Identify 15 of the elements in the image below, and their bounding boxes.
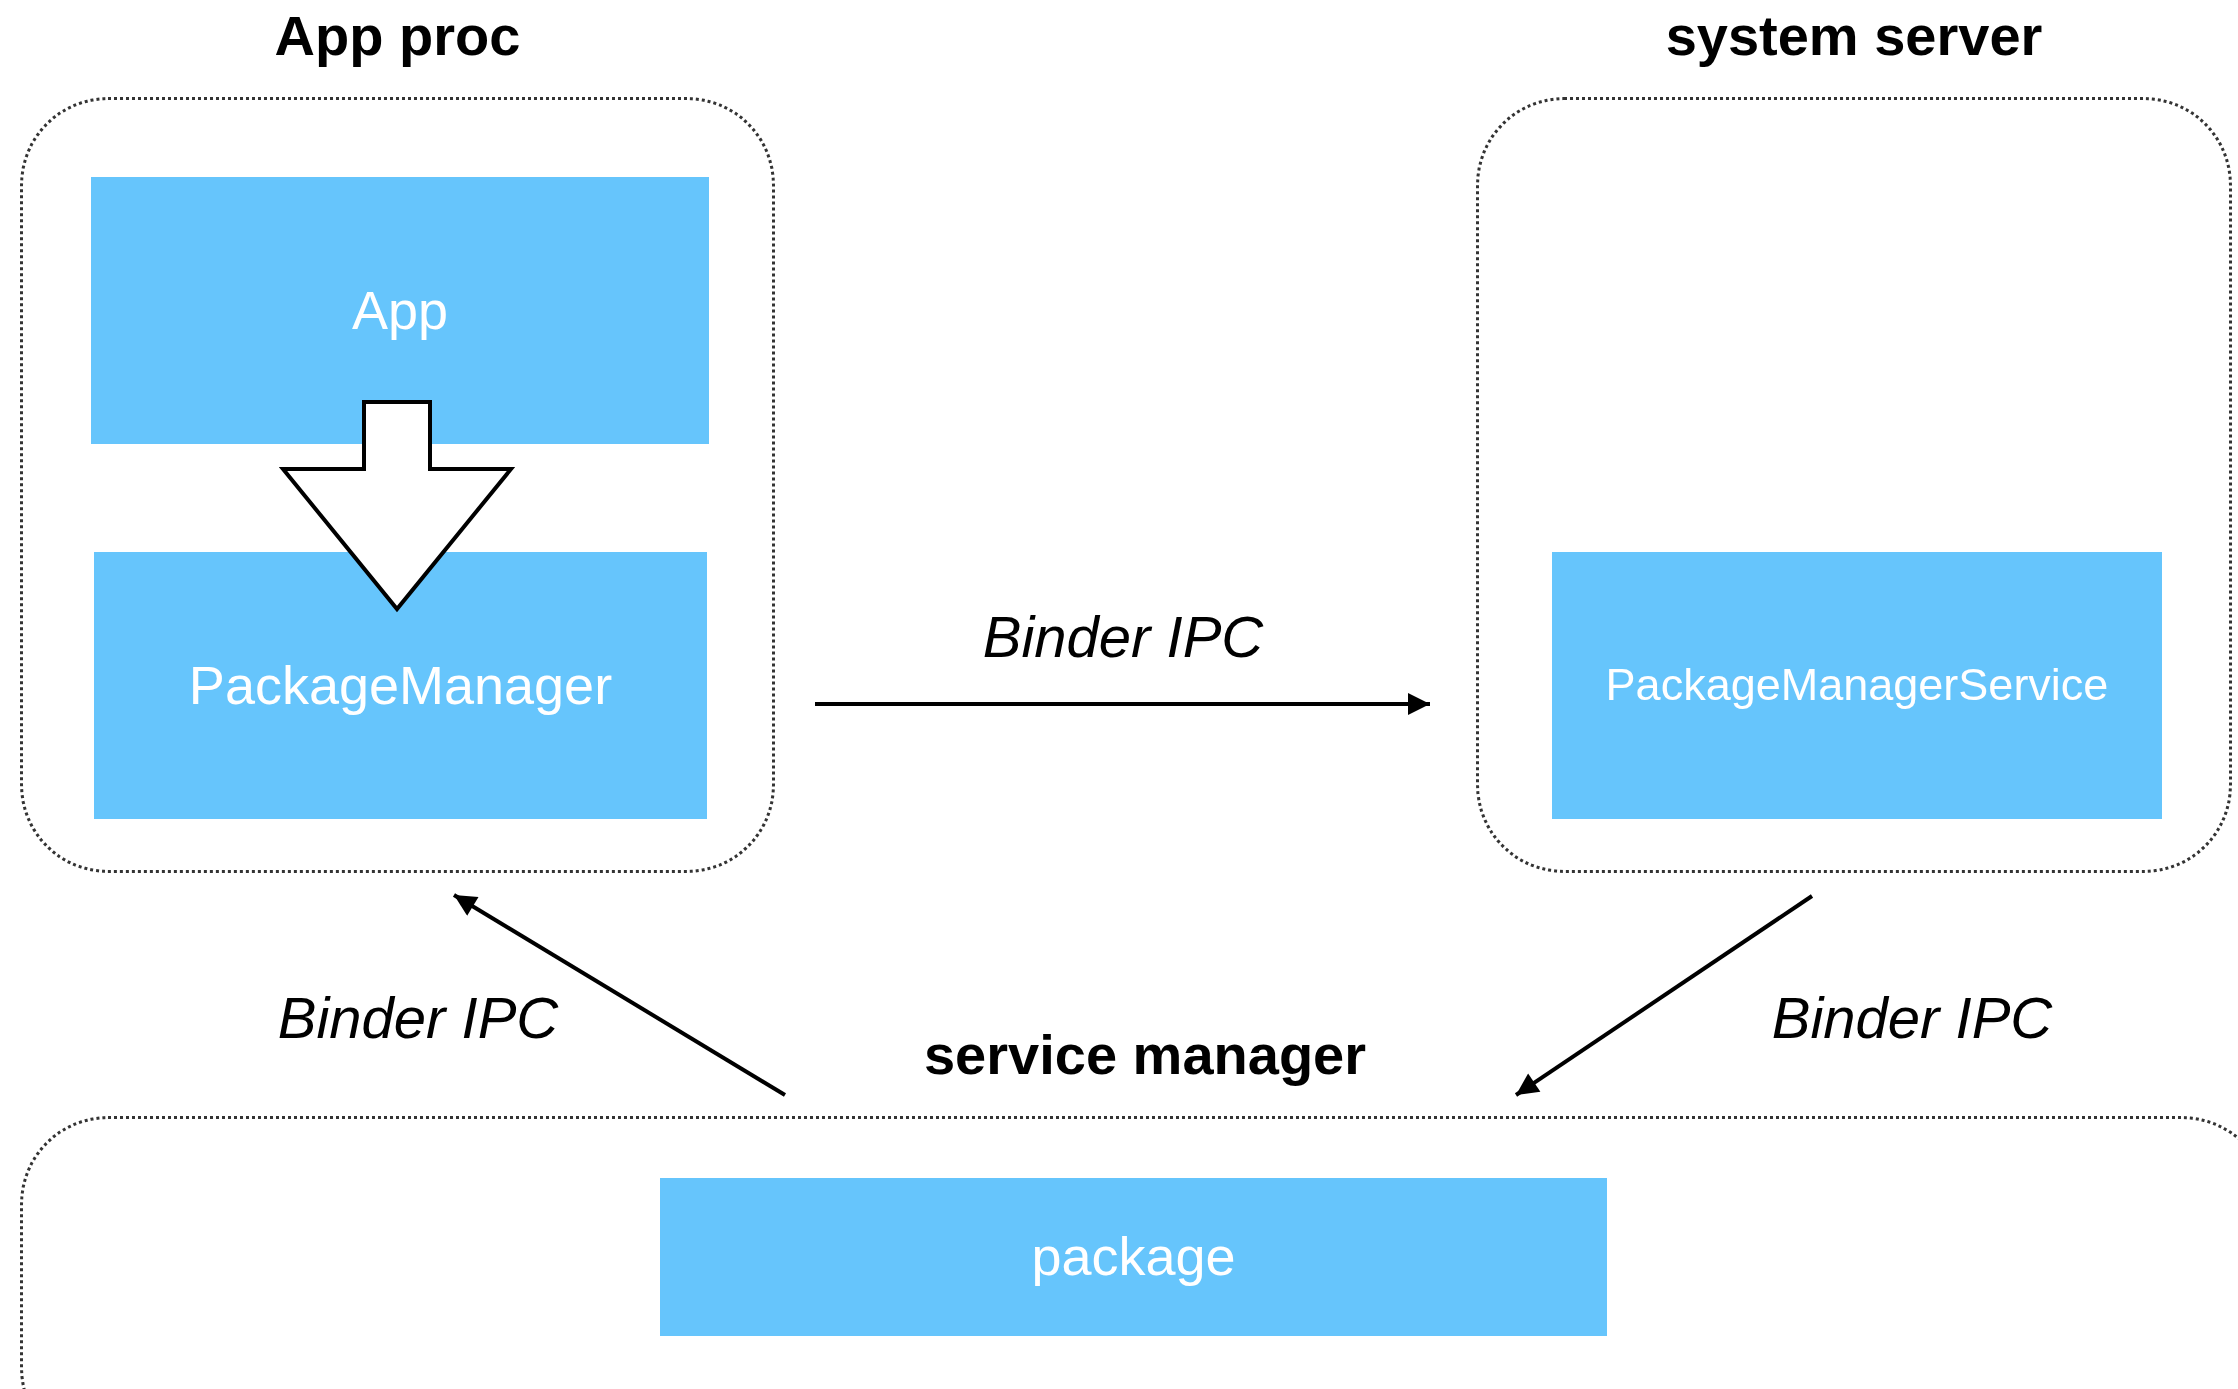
component-box [91,177,709,444]
component-box [1552,552,2162,819]
arrow [815,693,1430,715]
arrow [452,893,787,1097]
component-label: PackageManagerService [1605,658,2109,713]
block-arrow [278,400,516,613]
component-label: package [1031,1225,1236,1289]
component-label: PackageManager [188,653,613,717]
group-heading: system server [1664,4,2044,68]
component-box [94,552,707,819]
arrow [1514,894,1814,1097]
component-box [660,1178,1607,1336]
component-label: App [351,278,449,342]
group-heading: service manager [922,1023,1368,1087]
group-heading: App proc [273,4,522,68]
